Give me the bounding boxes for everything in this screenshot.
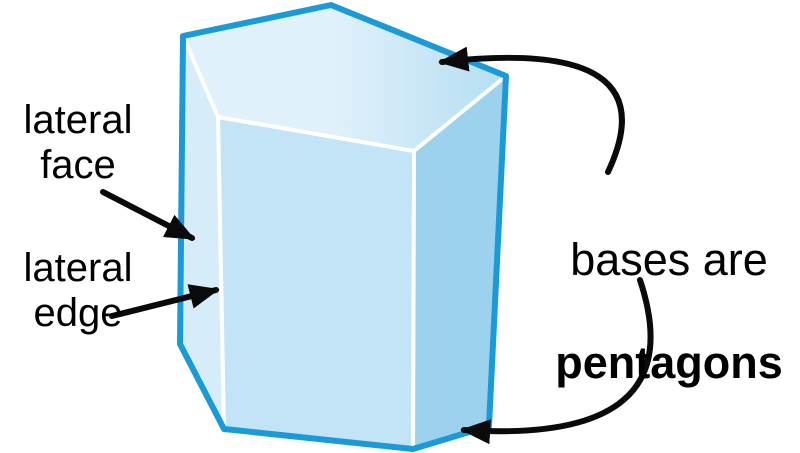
bases-label-line2: pentagons	[555, 336, 783, 388]
bases-label: bases are pentagons	[538, 183, 800, 439]
prism-outline	[177, 2, 509, 452]
bases-label-line1: bases are	[570, 234, 768, 286]
prism-edge-highlights	[181, 34, 508, 451]
prism-left-lateral-face	[180, 36, 224, 429]
annotation-arrows	[100, 46, 654, 445]
front-lateral-edge	[411, 149, 416, 451]
prism-right-lateral-face	[413, 76, 506, 449]
prism-front-lateral-face	[218, 117, 414, 449]
lateral-edge-arrow	[109, 284, 220, 319]
lateral-face-label: lateral face	[23, 98, 133, 187]
base-bottom-curved-arrow	[460, 277, 654, 445]
prism-top-base	[183, 5, 506, 151]
base-top-curved-arrow	[438, 46, 625, 175]
top-right-edge	[412, 74, 508, 153]
top-left-edge	[181, 34, 220, 119]
left-lateral-edge	[216, 115, 226, 431]
lateral-edge-label: lateral edge	[23, 246, 133, 335]
top-front-edge	[216, 115, 416, 153]
lateral-face-arrow	[100, 189, 196, 241]
